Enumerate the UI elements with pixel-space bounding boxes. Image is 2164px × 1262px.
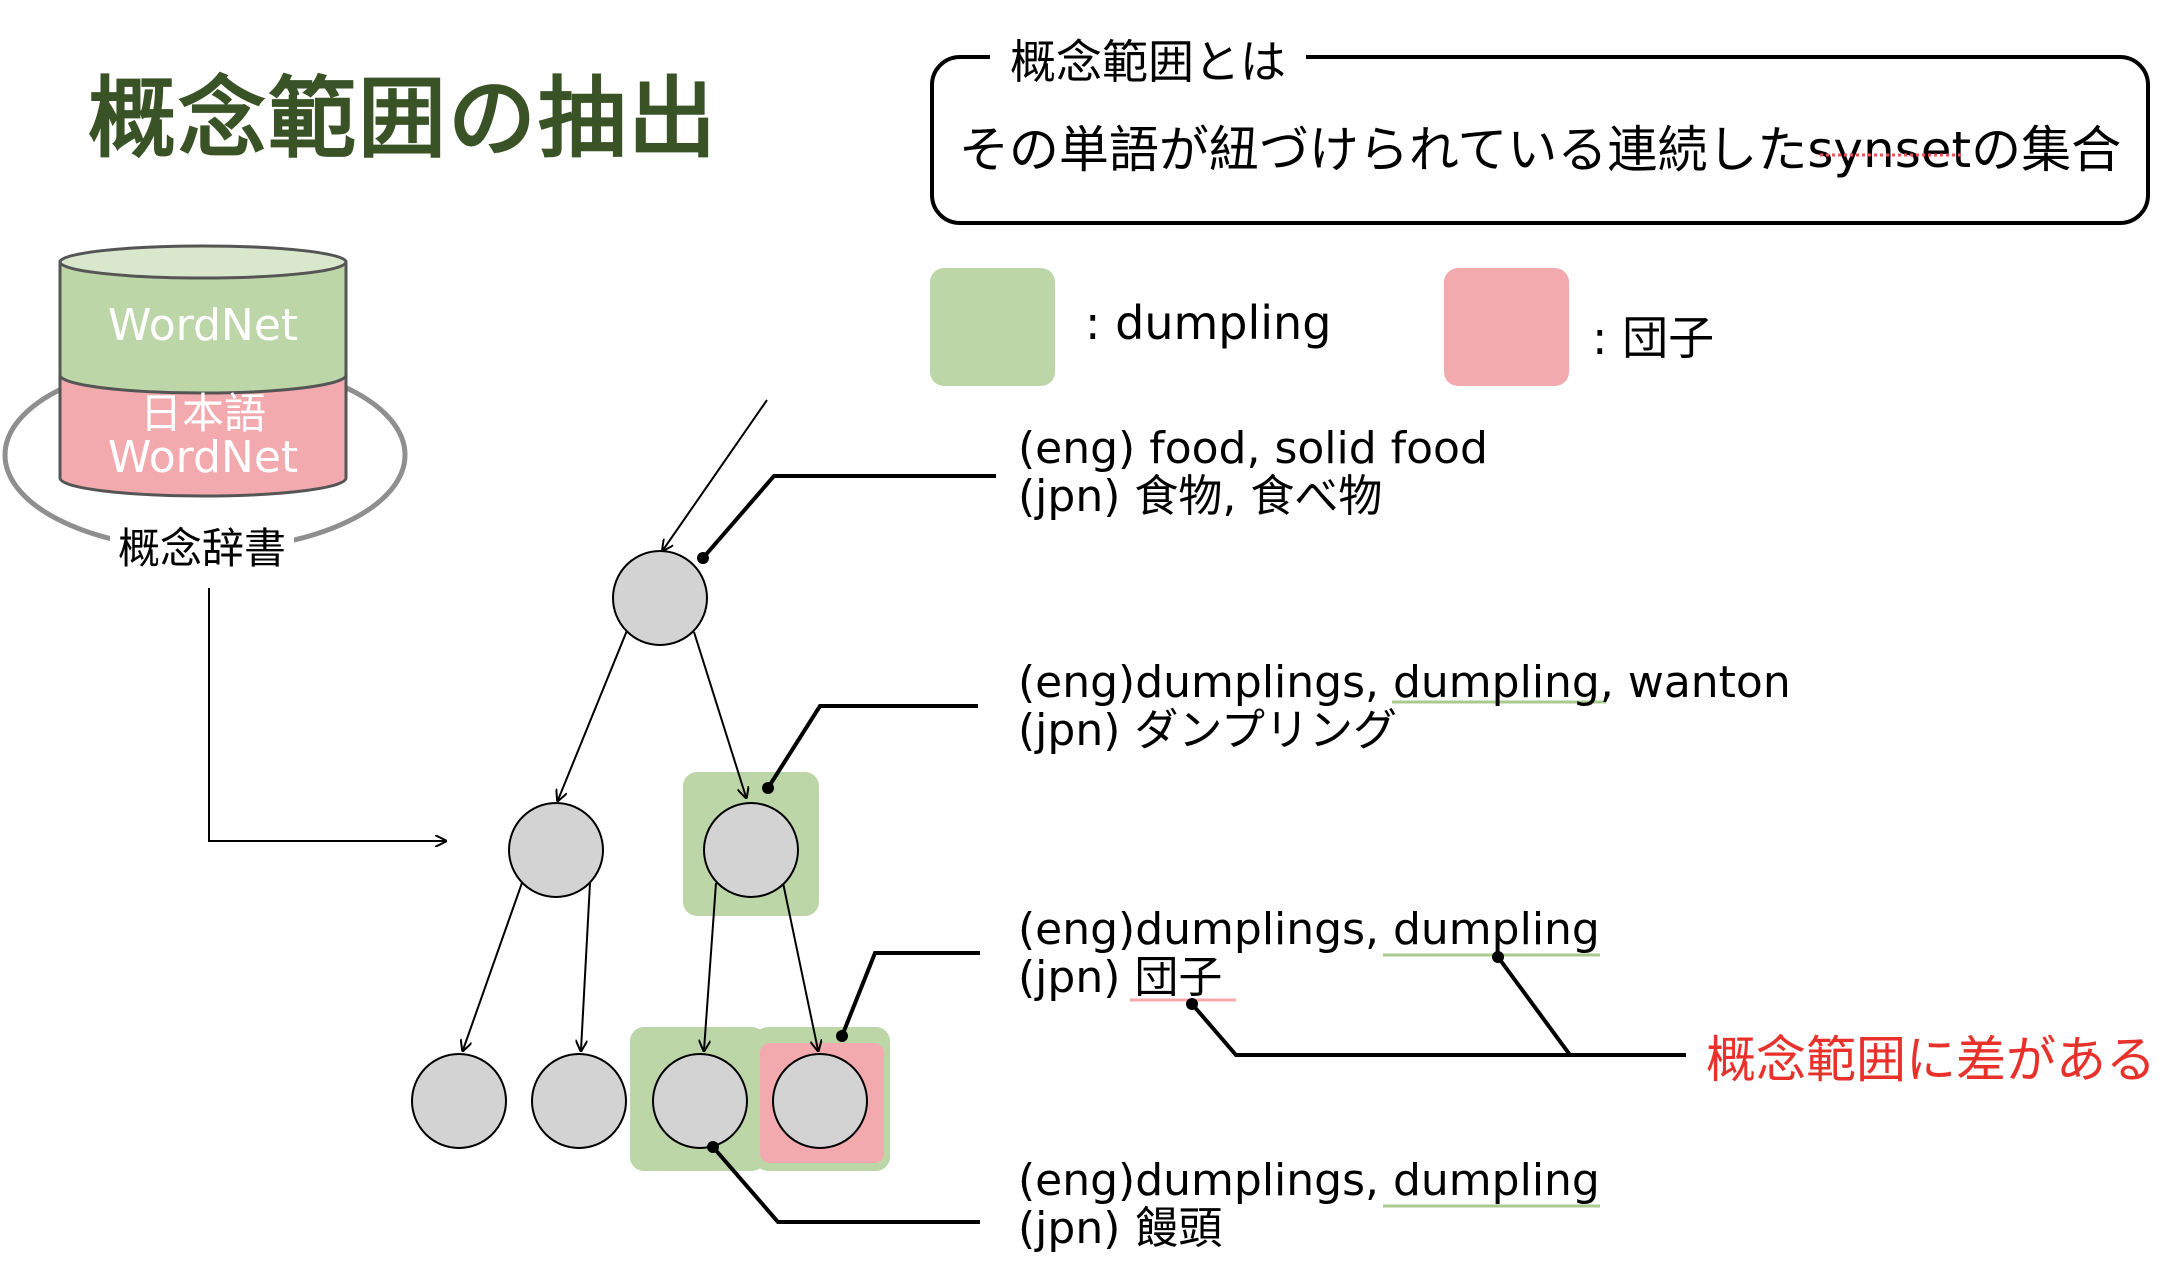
edge-left-leaf1: [463, 879, 524, 1050]
legend-swatch-dango: [1444, 268, 1569, 386]
legend-label-dango: : 団子: [1592, 311, 1715, 365]
edge-left-leaf2: [581, 882, 591, 1050]
synset-label-manju: (eng)dumplings, dumpling (jpn) 饅頭: [1018, 1155, 1600, 1254]
legend-swatch-dumpling: [930, 268, 1055, 386]
synset-node-left: [508, 802, 604, 898]
definition-box: [930, 55, 2150, 225]
diff-connector-dango: [1190, 1002, 1570, 1057]
edge-root-right: [693, 631, 746, 797]
edge-right-leaf3: [704, 882, 717, 1050]
database-cylinder-icon: [58, 244, 348, 498]
edge-right-leaf4: [781, 877, 818, 1050]
difference-note: 概念範囲に差がある: [1706, 1031, 2156, 1089]
callout-root: [701, 474, 996, 560]
synset-node-leaf2: [531, 1053, 627, 1149]
page-title: 概念範囲の抽出: [88, 67, 719, 170]
synset-node-dumpling: [703, 802, 799, 898]
synset-node-dango: [772, 1053, 868, 1149]
synset-node-leaf1: [411, 1053, 507, 1149]
dictionary-caption: 概念辞書: [110, 515, 295, 576]
definition-heading: 概念範囲とは: [990, 26, 1306, 92]
cylinder-label-japanese-wordnet: WordNet: [107, 432, 299, 483]
callout-dumpling: [766, 704, 978, 790]
callout-manju: [711, 1145, 980, 1224]
edge-root-left: [558, 627, 629, 800]
synset-node-manju: [652, 1053, 748, 1149]
dictionary-to-tree-arrow: [208, 588, 445, 841]
definition-text: その単語が紐づけられている連続したsynsetの集合: [958, 121, 2122, 179]
legend-label-dumpling: : dumpling: [1085, 296, 1332, 350]
incoming-arrow: [663, 399, 768, 550]
synset-label-dango: (eng)dumplings, dumpling (jpn) 団子: [1018, 904, 1600, 1003]
synset-node-root: [612, 550, 708, 646]
synset-label-root: (eng) food, solid food (jpn) 食物, 食べ物: [1018, 423, 1488, 522]
callout-dango: [840, 951, 980, 1037]
synset-label-dumpling: (eng)dumplings, dumpling, wanton (jpn) ダ…: [1018, 657, 1791, 756]
cylinder-label-japanese: 日本語: [139, 389, 266, 438]
cylinder-label-wordnet: WordNet: [107, 300, 299, 351]
